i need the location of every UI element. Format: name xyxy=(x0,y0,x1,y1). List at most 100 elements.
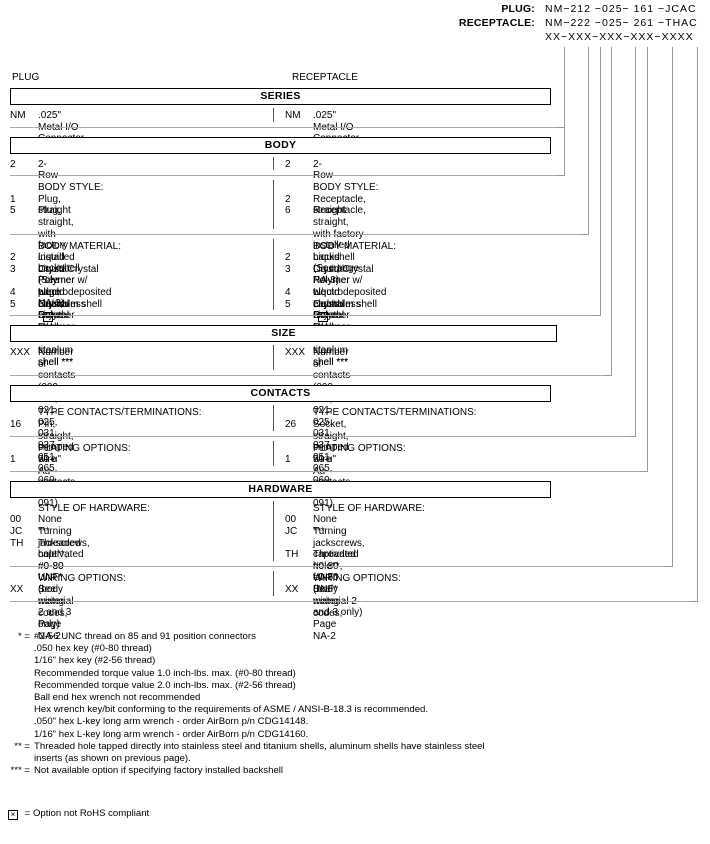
bracket-corner-7 xyxy=(665,565,673,567)
option-code: 3 xyxy=(10,263,16,275)
option-text: None *** xyxy=(38,514,62,537)
option-code: 2 xyxy=(285,252,291,264)
column-divider xyxy=(273,180,274,229)
group-heading-right: WIRING OPTIONS: xyxy=(313,572,401,584)
leader-line-7 xyxy=(672,47,673,566)
option-text: 2-Row xyxy=(38,158,58,182)
group-separator xyxy=(10,435,628,437)
option-code: 16 xyxy=(10,419,22,430)
option-text: Receptacle, straight xyxy=(313,193,366,217)
group-heading-left: STYLE OF HARDWARE: xyxy=(38,502,150,514)
group-heading-left: BODY MATERIAL: xyxy=(38,240,121,252)
rohs-footnote: = Option not RoHS compliant xyxy=(8,808,149,820)
section-header-hardware: HARDWARE xyxy=(10,480,551,498)
option-code: TH xyxy=(285,549,299,561)
group-heading-right: STYLE OF HARDWARE: xyxy=(313,502,425,514)
rohs-footnote-text: = Option not RoHS compliant xyxy=(24,808,150,819)
bracket-corner-8 xyxy=(690,601,698,602)
leader-line-4 xyxy=(611,47,612,376)
rohs-x-icon xyxy=(8,810,18,820)
plug-label: PLUG: xyxy=(501,3,535,15)
group-separator xyxy=(10,375,604,377)
section-header-size: SIZE xyxy=(10,325,557,343)
option-code: 00 xyxy=(10,514,22,526)
option-code: NM xyxy=(10,110,26,121)
option-code: 2 xyxy=(285,158,291,170)
rohs-x-icon xyxy=(43,312,53,323)
footnote: ** = Threaded hole tapped directly into s… xyxy=(8,741,698,765)
group-heading-right: TYPE CONTACTS/TERMINATIONS: xyxy=(313,407,477,419)
footnote: * =#2-56 UNC thread on 85 and 91 positio… xyxy=(8,631,698,741)
footnote-mark: ** = xyxy=(14,740,30,752)
group-separator xyxy=(10,470,640,472)
option-code: 2 xyxy=(10,158,16,170)
option-text: 2-Row xyxy=(313,158,333,182)
footnotes: * =#2-56 UNC thread on 85 and 91 positio… xyxy=(8,631,698,777)
bracket-corner-3 xyxy=(593,315,601,317)
receptacle-part-number: NM−222 −025− 261 −THAC xyxy=(545,17,698,29)
option-code: 5 xyxy=(10,205,16,217)
column-caption-plug: PLUG xyxy=(12,72,40,83)
option-code: JC xyxy=(285,525,298,537)
option-code: 2 xyxy=(10,252,16,264)
option-code: 4 xyxy=(285,286,291,298)
option-text: Plug, straight xyxy=(38,193,71,217)
option-code: 4 xyxy=(10,286,16,298)
option-code: XX xyxy=(285,584,299,596)
group-separator xyxy=(10,175,557,177)
mask-part-number-row: XX−XXX−XXX−XXX−XXXX xyxy=(0,31,710,45)
group-heading-left: TYPE CONTACTS/TERMINATIONS: xyxy=(38,407,202,419)
section-header-series: SERIES xyxy=(10,88,551,105)
receptacle-part-number-row: RECEPTACLE: NM−222 −025− 261 −THAC xyxy=(0,17,710,31)
column-divider xyxy=(273,570,274,596)
option-text: None *** xyxy=(313,514,337,537)
receptacle-label: RECEPTACLE: xyxy=(458,17,535,29)
column-divider xyxy=(273,345,274,371)
footnote-body: Threaded hole tapped directly into stain… xyxy=(34,740,485,765)
option-code: NM xyxy=(285,110,301,121)
leader-line-2 xyxy=(588,47,589,234)
option-text: Liquid Crystal Polymer w/ electrodeposit… xyxy=(38,264,111,323)
option-code: 5 xyxy=(285,298,291,310)
rohs-x-icon xyxy=(318,312,328,323)
leader-line-1 xyxy=(564,47,565,176)
option-code: 26 xyxy=(285,419,297,430)
column-divider xyxy=(273,500,274,561)
option-code: XXX xyxy=(285,347,306,359)
bracket-corner-5 xyxy=(628,435,636,437)
part-number-header: PLUG: NM−212 −025− 161 −JCAC RECEPTACLE:… xyxy=(0,3,710,45)
option-text: Liquid Crystal Polymer w/ electrodeposit… xyxy=(313,264,386,323)
column-divider xyxy=(273,405,274,431)
section-header-body: BODY xyxy=(10,136,551,154)
leader-line-3 xyxy=(600,47,601,316)
group-heading-right: BODY MATERIAL: xyxy=(313,240,396,252)
option-code: 5 xyxy=(10,298,16,310)
group-separator xyxy=(10,565,665,567)
column-divider xyxy=(273,108,274,122)
option-code: 1 xyxy=(10,454,16,466)
footnote-mark: *** = xyxy=(10,765,30,777)
column-divider xyxy=(273,238,274,311)
leader-line-5 xyxy=(635,47,636,436)
plug-part-number: NM−212 −025− 161 −JCAC xyxy=(545,3,697,15)
group-separator xyxy=(10,126,557,128)
option-code: JC xyxy=(10,525,23,537)
group-separator xyxy=(10,601,690,602)
footnote: *** =Not available option if specifying … xyxy=(8,765,698,777)
leader-line-6 xyxy=(647,47,648,471)
option-code: 00 xyxy=(285,514,297,526)
column-divider xyxy=(273,440,274,466)
option-code: TH xyxy=(10,537,24,549)
group-heading-left: WIRING OPTIONS: xyxy=(38,572,126,584)
group-heading-left: BODY STYLE: xyxy=(38,182,104,194)
option-code: 6 xyxy=(285,205,291,217)
part-number-mask: XX−XXX−XXX−XXX−XXXX xyxy=(545,31,694,43)
option-code: 1 xyxy=(285,454,291,466)
leader-line-8 xyxy=(697,47,698,601)
option-code: 3 xyxy=(285,263,291,275)
group-separator xyxy=(10,315,593,317)
bracket-corner-2 xyxy=(581,233,589,235)
bracket-corner-1 xyxy=(557,175,565,177)
option-code: 1 xyxy=(10,193,16,205)
bracket-corner-4 xyxy=(604,375,612,377)
